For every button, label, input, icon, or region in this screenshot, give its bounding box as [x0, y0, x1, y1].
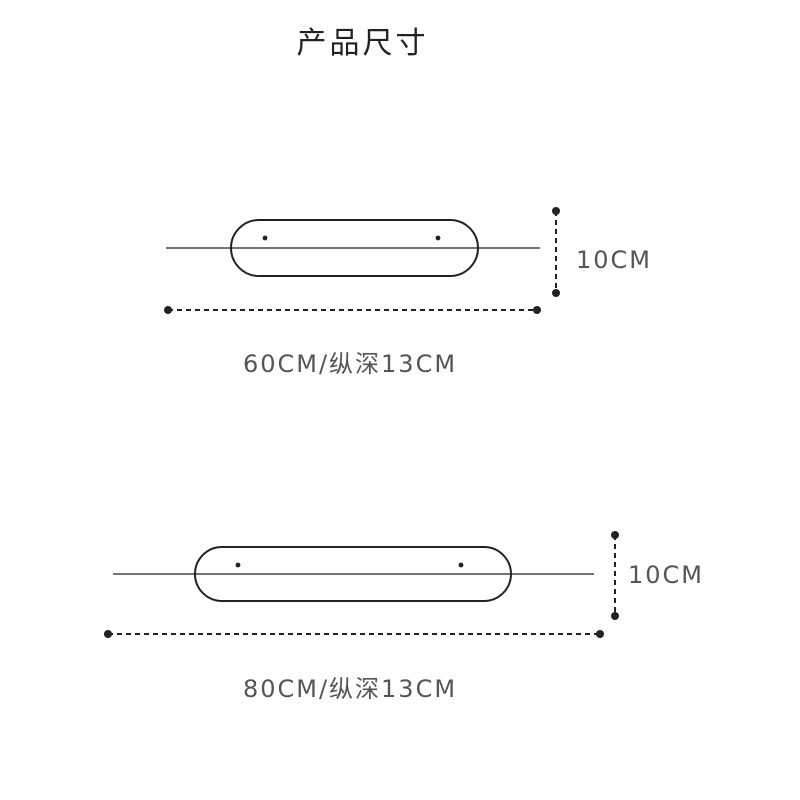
shelf-80-height-endpoint-bottom [611, 612, 619, 620]
shelf-80-screw-hole-right [458, 562, 464, 568]
shelf-60-screw-hole-right [435, 235, 441, 241]
shelf-80-height-endpoint-top [611, 531, 619, 539]
shelf-60-height-label: 10CM [576, 246, 653, 274]
shelf-80-body [194, 546, 512, 602]
shelf-80-screw-hole-left [235, 562, 241, 568]
shelf-60-group [164, 207, 560, 314]
shelf-60-height-endpoint-bottom [552, 289, 560, 297]
shelf-80-group [104, 531, 619, 638]
shelf-60-length-endpoint-left [164, 306, 172, 314]
shelf-60-screw-hole-left [262, 235, 268, 241]
shelf-80-height-label: 10CM [628, 561, 705, 589]
shelf-60-height-endpoint-top [552, 207, 560, 215]
shelf-80-length-label: 80CM/纵深13CM [242, 675, 458, 703]
shelf-60-length-endpoint-right [533, 306, 541, 314]
shelf-80-length-endpoint-left [104, 630, 112, 638]
shelf-60-length-label: 60CM/纵深13CM [242, 350, 458, 378]
page-title: 产品尺寸 [296, 26, 429, 61]
shelf-60-body [230, 219, 479, 277]
shelf-80-length-endpoint-right [596, 630, 604, 638]
